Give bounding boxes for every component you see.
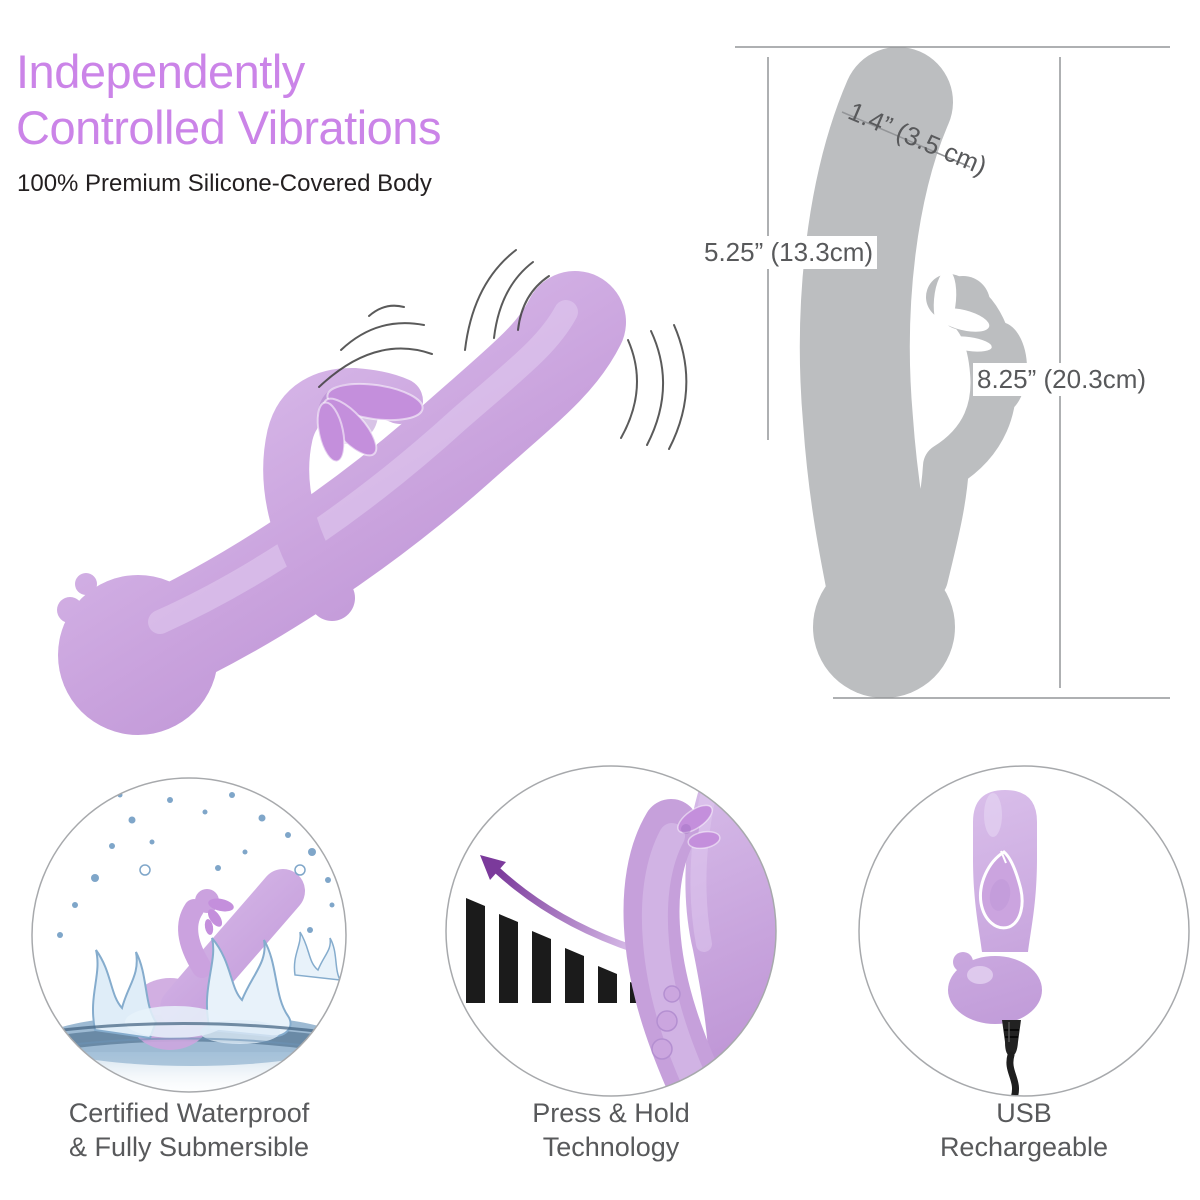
caption-press-hold: Press & Hold Technology [451,1096,771,1164]
arrowhead-icon [480,855,506,880]
page-title-line1: Independently [16,45,305,98]
caption-waterproof-line1: Certified Waterproof [68,1098,310,1128]
water-droplets [57,792,335,938]
caption-waterproof: Certified Waterproof & Fully Submersible [29,1096,349,1164]
feature-press-hold-illustration [466,768,776,1096]
vibration-lines-icon [318,249,688,450]
size-silhouette [799,47,1027,698]
feature-circle-usb [858,765,1190,1097]
feature-usb-illustration [948,790,1042,1096]
caption-usb-line1: USB [996,1098,1052,1128]
feature-circle-waterproof [31,777,347,1093]
product-hero-illustration [57,249,688,735]
caption-usb: USB Rechargeable [864,1096,1184,1164]
usb-cable-icon [1002,1020,1021,1096]
insertable-length-label: 5.25” (13.3cm) [700,236,878,269]
caption-press-hold-line1: Press & Hold [532,1098,690,1128]
total-length-label: 8.25” (20.3cm) [973,363,1151,396]
caption-press-hold-line2: Technology [542,1132,680,1162]
increase-arrow-icon [494,867,644,955]
caption-waterproof-line2: & Fully Submersible [68,1132,310,1162]
control-buttons [651,985,681,1060]
page-subtitle: 100% Premium Silicone-Covered Body [17,170,432,197]
page-title-line2: Controlled Vibrations [16,101,441,154]
tip-width-line [841,111,971,168]
caption-usb-line2: Rechargeable [939,1132,1109,1162]
page-title: Independently Controlled Vibrations [16,44,656,156]
intensity-bars-icon [466,898,649,1003]
feature-circle-press-hold [445,765,777,1097]
rabbit-teaser-petals [316,382,424,463]
